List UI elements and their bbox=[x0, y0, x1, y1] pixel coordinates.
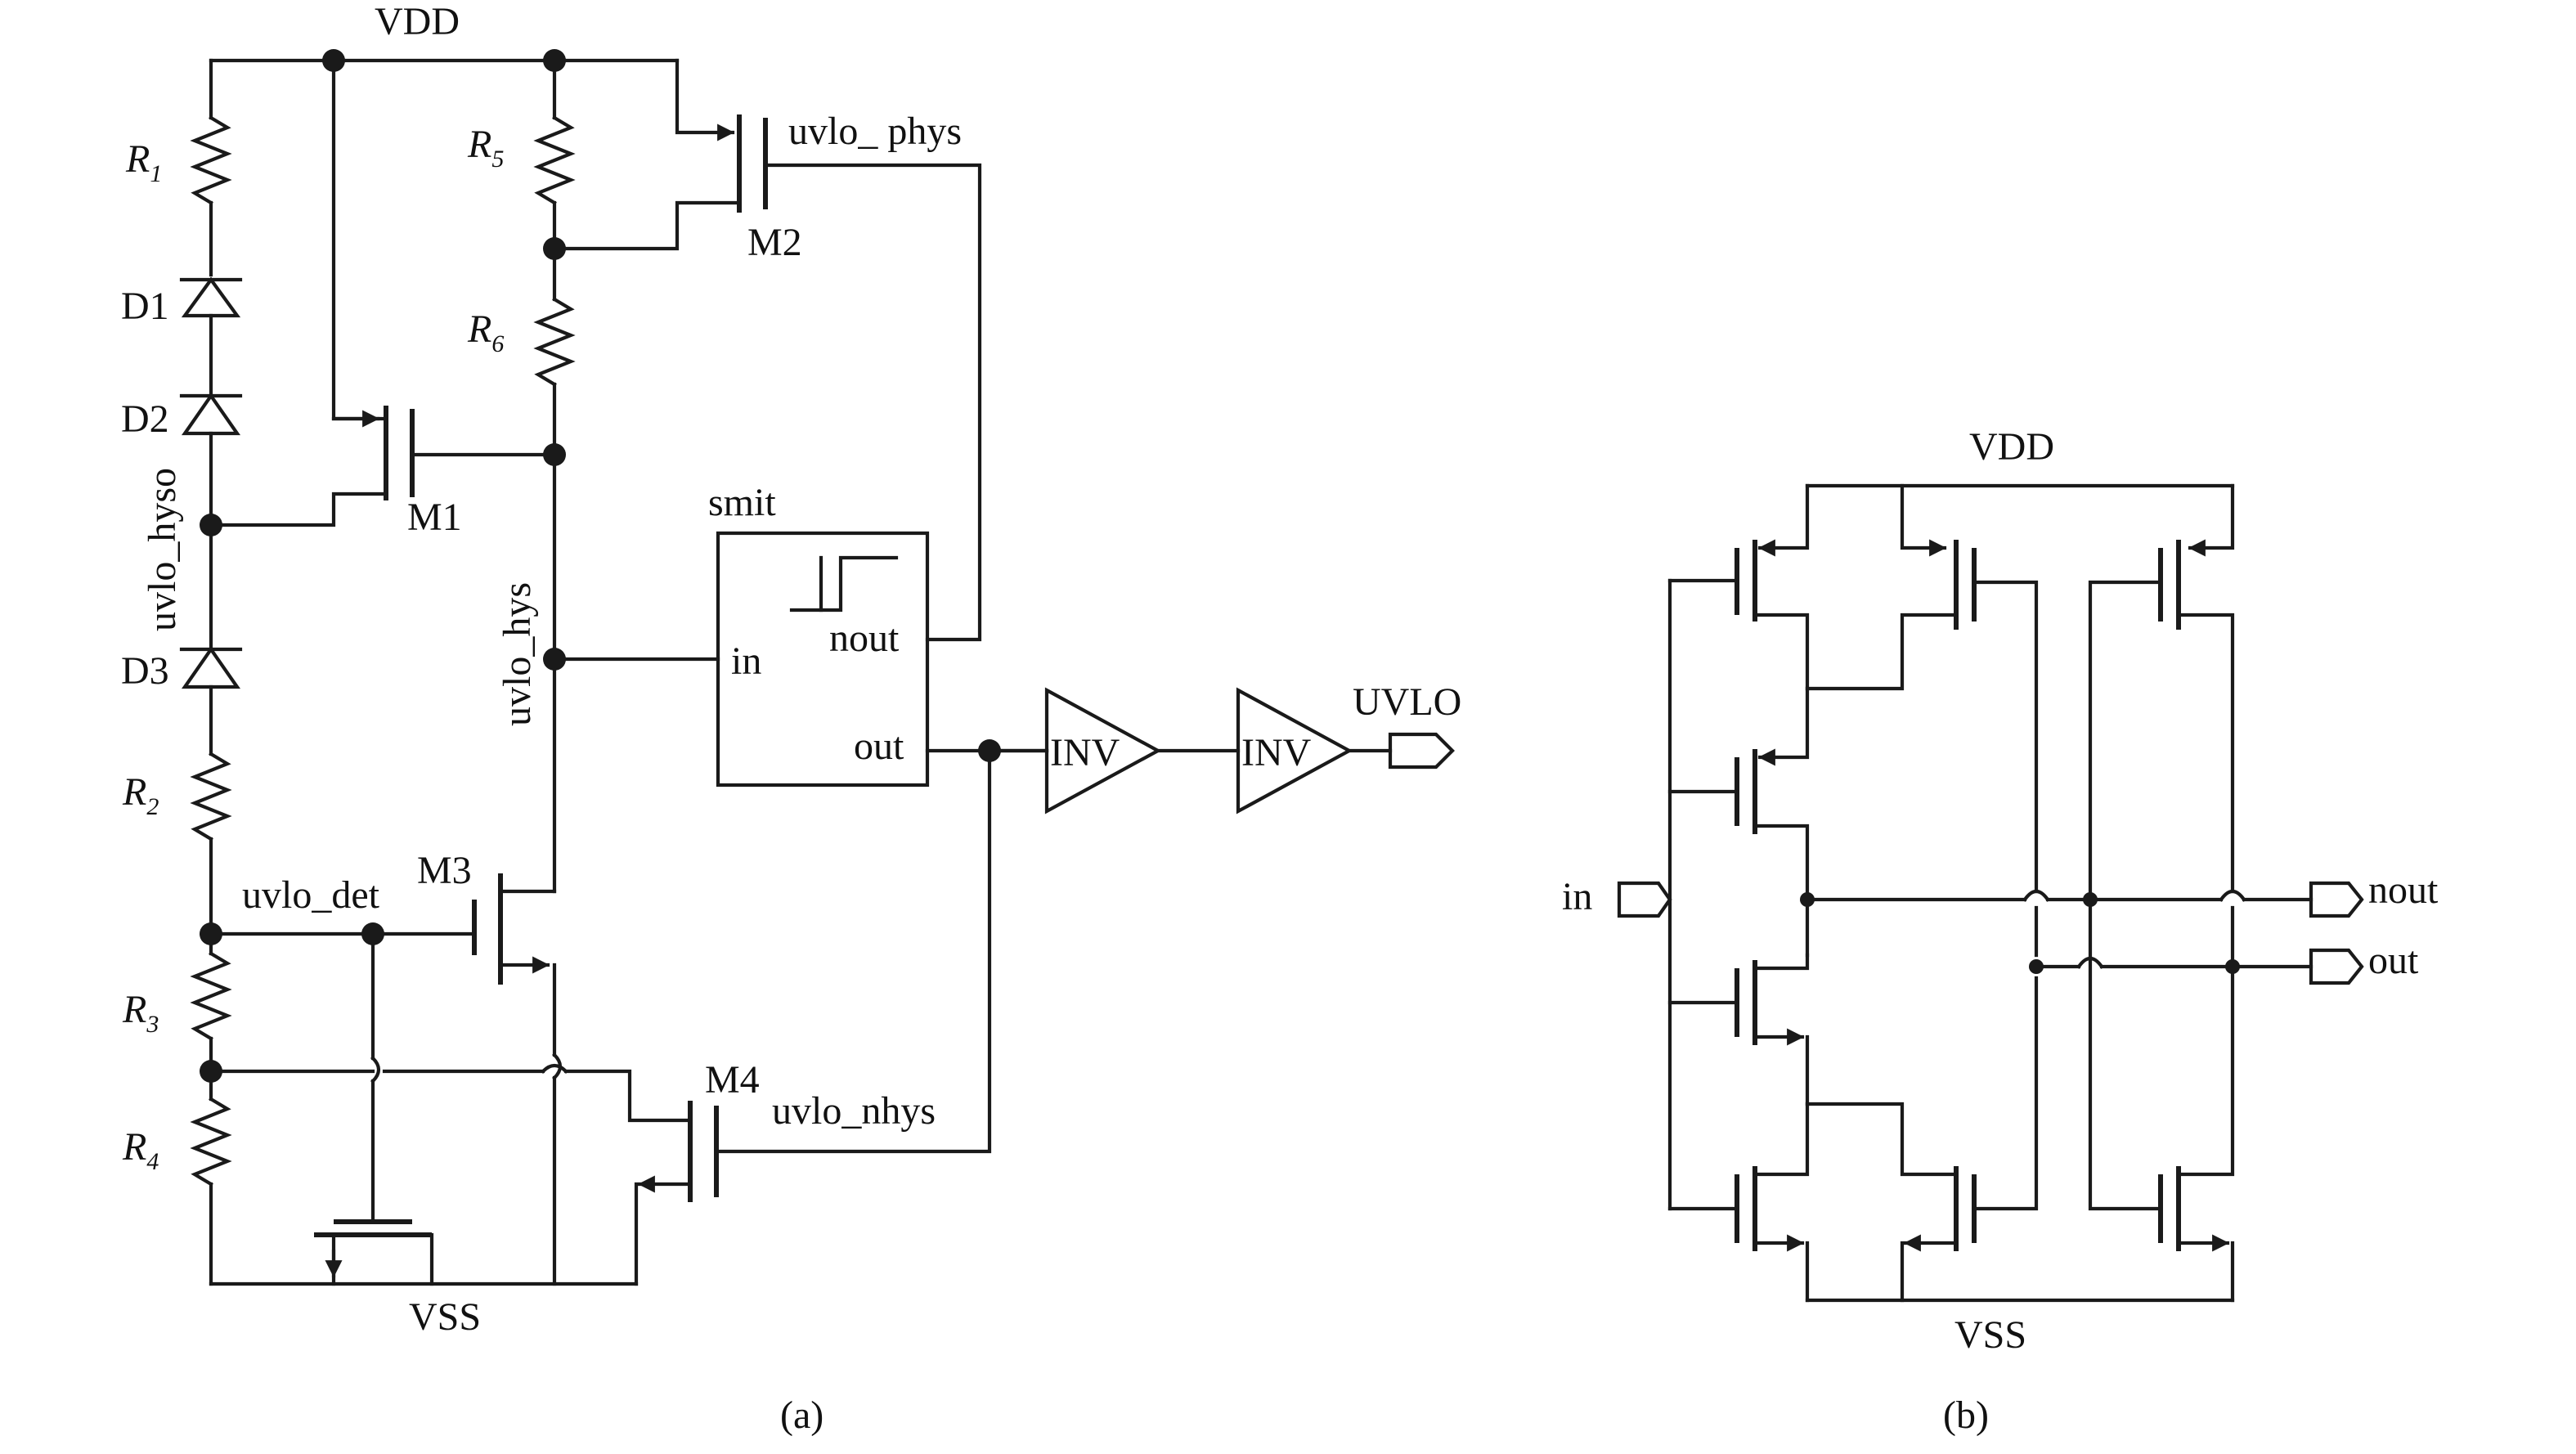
pmos-p2 bbox=[1667, 686, 1810, 958]
label-r6: R6 bbox=[467, 307, 504, 357]
nmos-n1 bbox=[1667, 953, 1810, 1106]
dot-vdd-r5 bbox=[543, 49, 566, 72]
label-smit-nout: nout bbox=[829, 617, 900, 660]
resistor-r5 bbox=[533, 115, 576, 205]
figure-b: VDD VSS in nout out (b) bbox=[1562, 425, 2439, 1437]
label-inv2: INV bbox=[1241, 731, 1312, 774]
dot-out bbox=[978, 739, 1001, 762]
label-uvlo-det: uvlo_det bbox=[242, 873, 380, 917]
label-uvlo-phys: uvlo_ phys bbox=[788, 110, 962, 153]
diode-d1 bbox=[179, 276, 243, 318]
label-vdd-a: VDD bbox=[375, 0, 460, 43]
label-m2: M2 bbox=[747, 221, 802, 264]
dot-smit-in bbox=[543, 648, 566, 671]
nmos-n2 bbox=[1667, 1102, 1810, 1303]
resistor-r1 bbox=[190, 115, 232, 205]
label-smit-in: in bbox=[731, 639, 761, 683]
transistor-m4 bbox=[634, 748, 992, 1286]
dot-b-out-left bbox=[2029, 959, 2044, 974]
label-in-b: in bbox=[1562, 875, 1592, 918]
figure-a: VDD VSS R1 R2 R3 R4 R5 R6 D1 D2 D3 M1 M2… bbox=[121, 0, 1461, 1437]
label-out-b: out bbox=[2368, 939, 2419, 982]
inverter-2 bbox=[1236, 687, 1393, 815]
m1-source-wire bbox=[209, 491, 388, 527]
r3r4-node-wire bbox=[209, 1069, 689, 1123]
caption-b: (b) bbox=[1943, 1393, 1989, 1437]
nmos-n3 bbox=[1805, 976, 2039, 1303]
det-crossover bbox=[370, 1056, 381, 1084]
dot-m1-gate bbox=[543, 443, 566, 466]
label-uvlo: UVLO bbox=[1353, 680, 1461, 724]
label-smit-out: out bbox=[854, 725, 904, 768]
label-m4: M4 bbox=[705, 1058, 760, 1102]
pmos-p3 bbox=[1805, 483, 2039, 958]
label-d3: D3 bbox=[121, 649, 169, 693]
label-d2: D2 bbox=[121, 397, 169, 441]
dot-r5-r6 bbox=[543, 237, 566, 260]
label-uvlo-hyso: uvlo_hyso bbox=[141, 468, 184, 631]
label-vss-b: VSS bbox=[1954, 1313, 2026, 1357]
label-m1: M1 bbox=[407, 496, 462, 539]
out-port bbox=[2309, 948, 2364, 985]
label-uvlo-hys: uvlo_hys bbox=[496, 582, 539, 726]
diode-d2 bbox=[179, 393, 243, 436]
uvlo-output-port bbox=[1388, 732, 1455, 770]
nout-cross1 bbox=[2022, 889, 2050, 902]
nout-cross2 bbox=[2219, 889, 2246, 902]
caption-a: (a) bbox=[780, 1393, 824, 1437]
resistor-r3 bbox=[190, 951, 232, 1041]
dot-r3r4 bbox=[200, 1060, 222, 1083]
label-r5: R5 bbox=[467, 123, 504, 173]
dot-b-nout-mid bbox=[2083, 892, 2098, 907]
label-m3: M3 bbox=[417, 849, 472, 892]
label-nout-b: nout bbox=[2368, 868, 2439, 912]
label-vss-a: VSS bbox=[409, 1295, 481, 1339]
dot-hyso bbox=[200, 514, 222, 536]
dot-b-out-right bbox=[2225, 959, 2240, 974]
label-r2: R2 bbox=[122, 770, 159, 820]
output-inverter bbox=[2088, 483, 2235, 1303]
dot-vdd-m1 bbox=[322, 49, 345, 72]
transistor-m1 bbox=[384, 406, 559, 500]
transistor-m2 bbox=[737, 114, 982, 642]
transistor-m3 bbox=[472, 873, 557, 985]
label-d1: D1 bbox=[121, 285, 169, 328]
label-smit: smit bbox=[708, 481, 776, 524]
label-r3: R3 bbox=[122, 988, 159, 1038]
pmos-p1 bbox=[1667, 483, 1810, 691]
in-port bbox=[1617, 881, 1672, 918]
m2-drain-wire bbox=[552, 200, 742, 251]
schmitt-trigger-block bbox=[552, 531, 1049, 788]
out-cross bbox=[2076, 956, 2104, 969]
m2-source-wire bbox=[675, 58, 735, 141]
resistor-r6 bbox=[533, 297, 576, 387]
dot-det-left bbox=[200, 922, 222, 945]
label-inv1: INV bbox=[1050, 731, 1120, 774]
label-r1: R1 bbox=[125, 137, 162, 187]
m1-drain-wire bbox=[331, 58, 387, 421]
resistor-r4 bbox=[190, 1097, 232, 1187]
nout-port bbox=[2309, 881, 2364, 918]
resistor-r2 bbox=[190, 752, 232, 841]
r3r4-cross-m3 bbox=[541, 1063, 568, 1074]
label-vdd-b: VDD bbox=[1969, 425, 2054, 469]
dot-det-mid bbox=[361, 922, 384, 945]
label-uvlo-nhys: uvlo_nhys bbox=[772, 1089, 936, 1133]
label-r4: R4 bbox=[122, 1125, 159, 1175]
cap-element bbox=[314, 1219, 434, 1286]
dot-b-nout-left bbox=[1800, 892, 1815, 907]
diode-d3 bbox=[179, 646, 243, 689]
